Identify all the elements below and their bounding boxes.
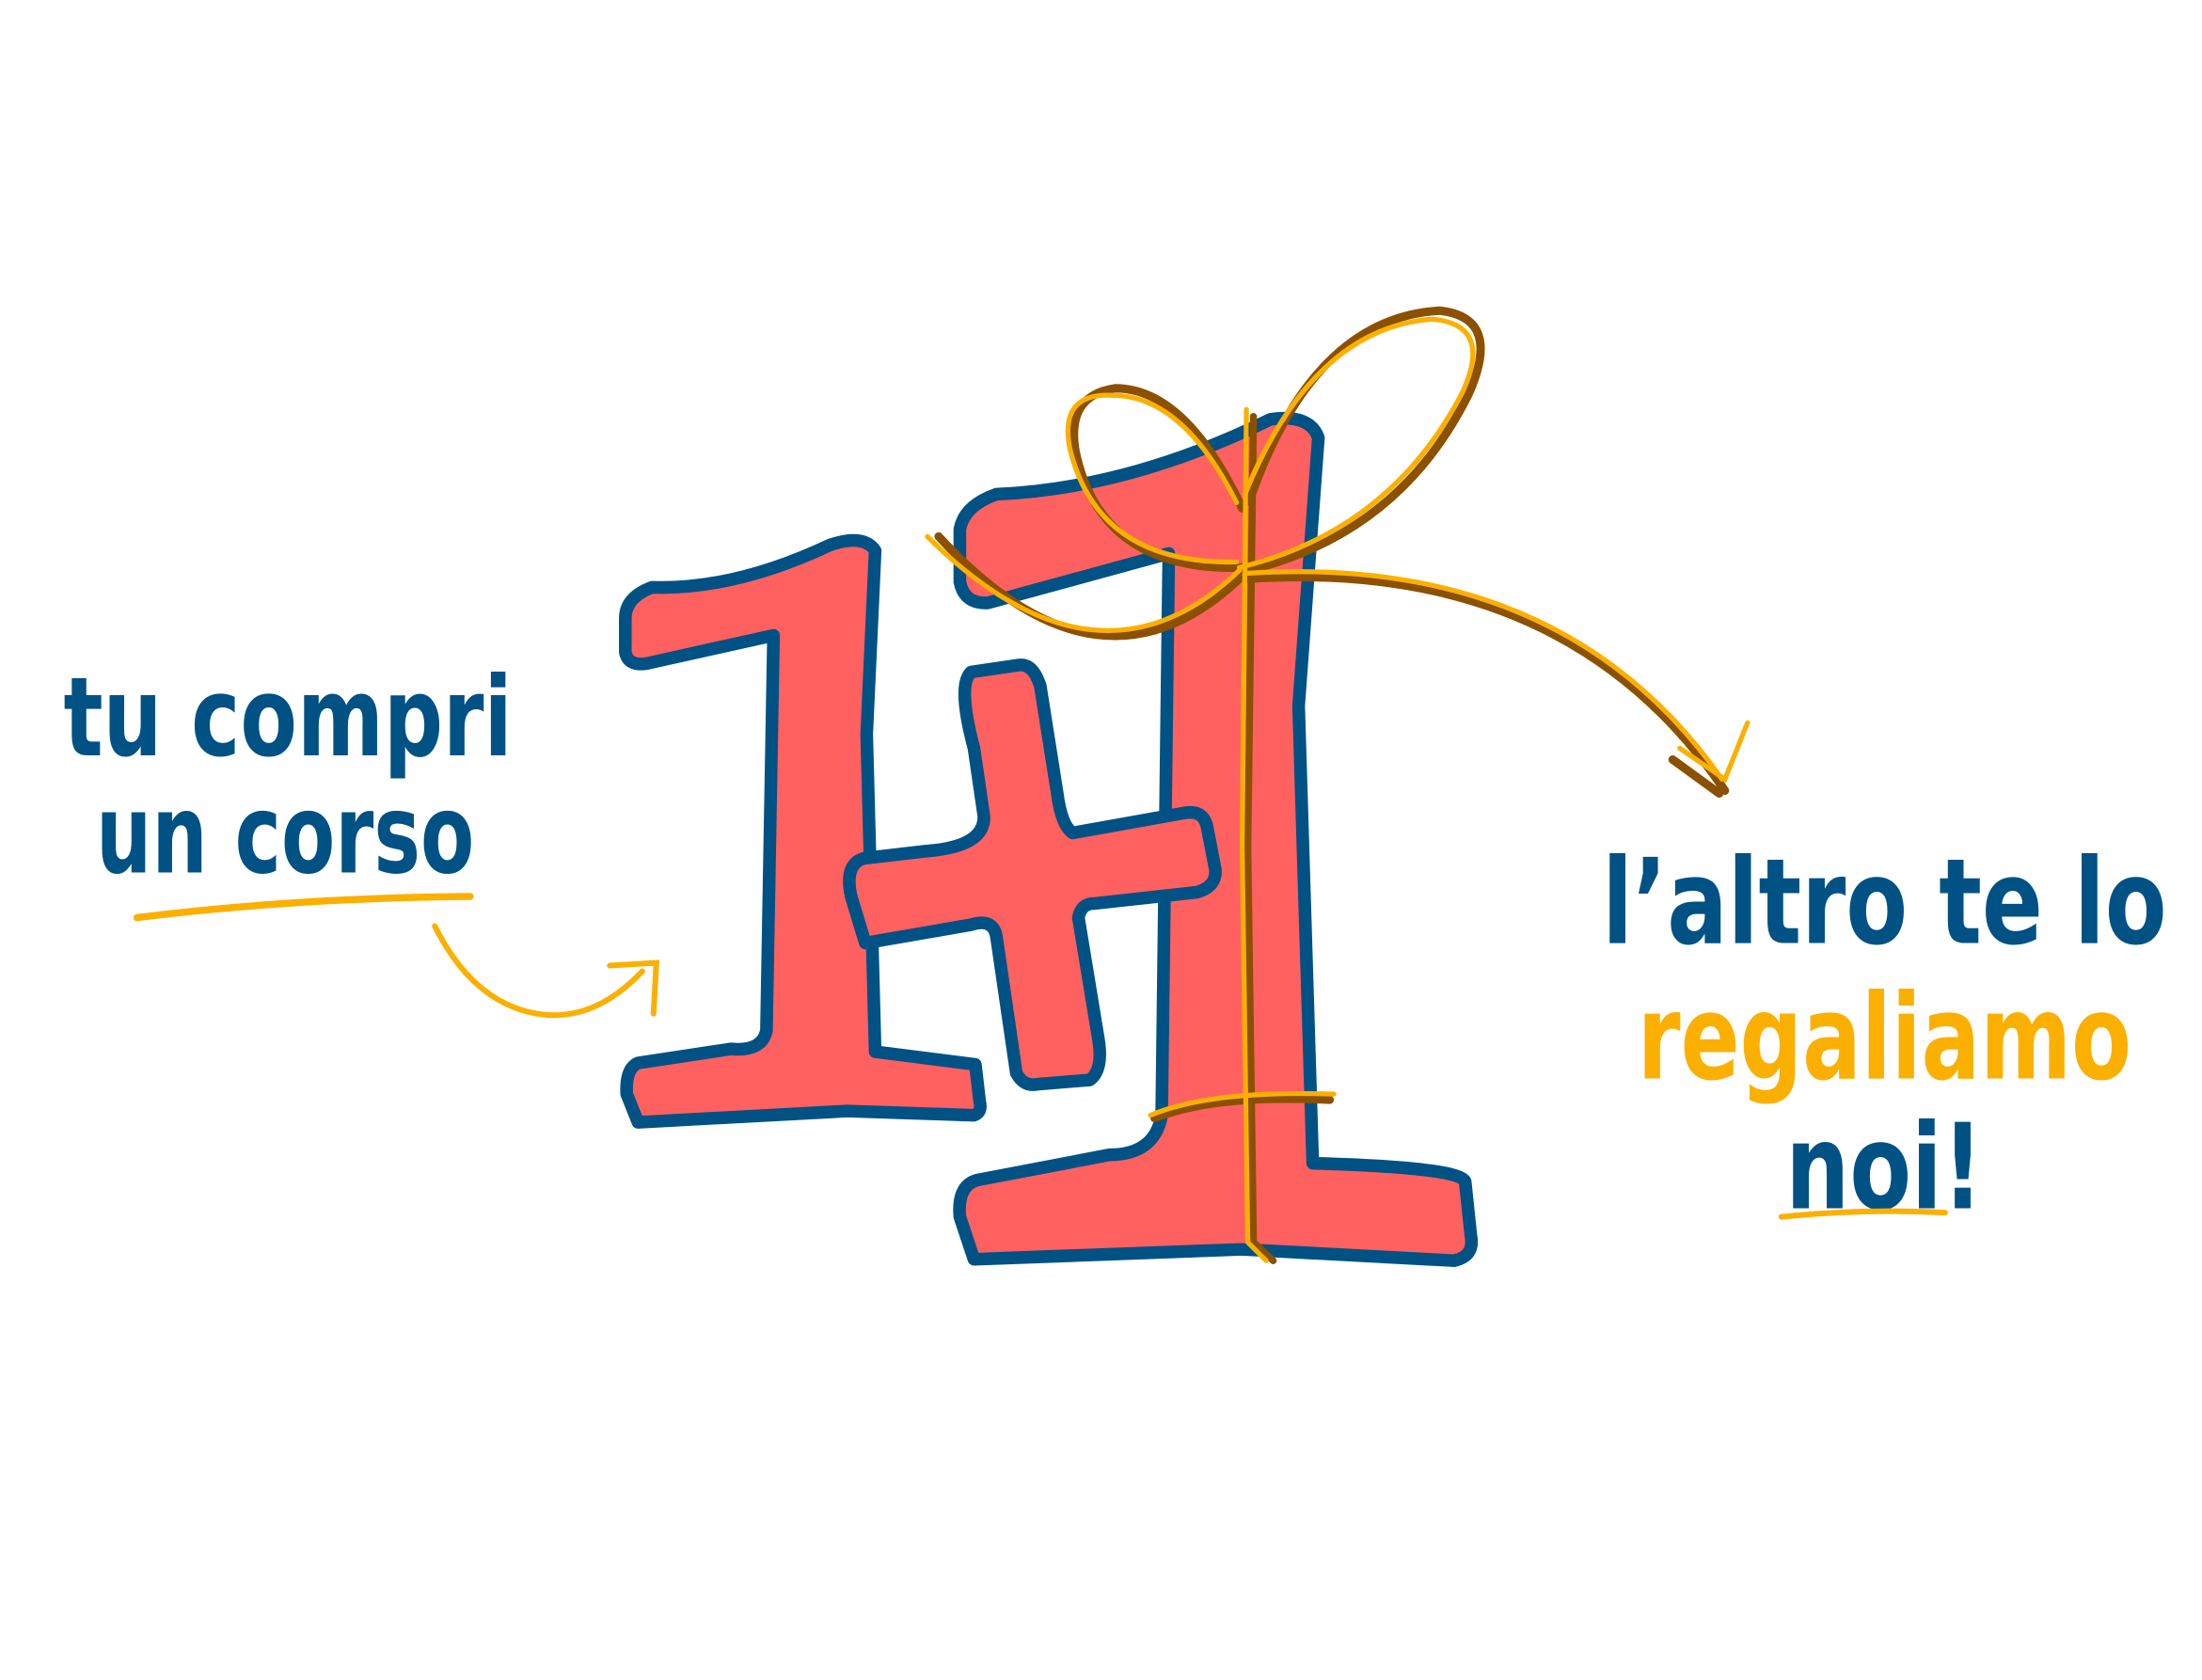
curved-arrow-left [432,923,645,1019]
right-caption: l’altro te lo regaliamo noi! [1602,833,2166,1237]
arrowhead-left-icon [607,959,659,1017]
caption-tu-compri: tu compri [64,653,513,782]
arrowhead-right-icon [1677,720,1751,784]
caption-un-corso: un corso [96,770,474,899]
caption-regaliamo: regaliamo [1638,969,2131,1107]
underline-stroke [133,893,474,922]
underline-noi [1778,1208,1948,1220]
digit-one-left [619,533,987,1129]
caption-altro-te-lo: l’altro te lo [1602,833,2166,972]
plus-sign [843,658,1222,1091]
gift-ribbon [925,306,1751,1264]
left-caption: tu compri un corso [64,653,659,1019]
